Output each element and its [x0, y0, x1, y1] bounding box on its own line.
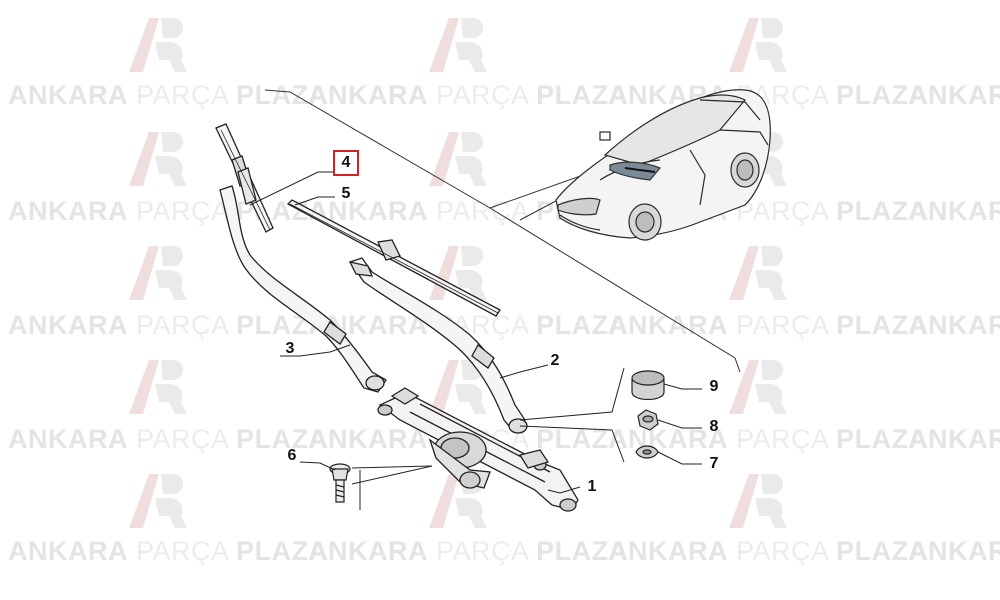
watermark-word-plaza: PLAZA [836, 196, 929, 226]
watermark-word-plaza: PLAZA [536, 536, 629, 566]
watermark-logo [429, 246, 487, 300]
watermark-word-parca: PARÇA [136, 196, 229, 226]
watermark-word-ankara: ANKARA [8, 80, 128, 110]
watermark-word-edge: ANKAR [908, 536, 1000, 566]
watermark-logo [129, 132, 187, 186]
watermark-text-edge: ANKAR [908, 424, 1000, 455]
watermark-text-edge: ANKAR [908, 80, 1000, 111]
watermark-word-ankara: ANKARA [608, 424, 728, 454]
watermark-word-plaza: PLAZA [836, 424, 929, 454]
watermark-logo [729, 18, 787, 72]
watermark-logo [429, 18, 487, 72]
watermark-word-ankara: ANKARA [308, 536, 428, 566]
watermark-text-edge: ANKAR [908, 196, 1000, 227]
watermark-text-edge: ANKAR [908, 310, 1000, 341]
watermark-word-parca: PARÇA [436, 536, 529, 566]
part-1-wiper-linkage [377, 387, 579, 512]
callout-6[interactable]: 6 [287, 447, 297, 464]
watermark-word-ankara: ANKARA [308, 80, 428, 110]
watermark-text: ANKARA PARÇA PLAZA [608, 424, 929, 455]
callout-4-highlighted[interactable]: 4 [333, 150, 359, 176]
watermark-text: ANKARA PARÇA PLAZA [8, 424, 329, 455]
watermark-logo [129, 18, 187, 72]
watermark-text: ANKARA PARÇA PLAZA [308, 80, 629, 111]
watermark-word-plaza: PLAZA [836, 536, 929, 566]
watermark-word-parca: PARÇA [736, 310, 829, 340]
part-9-cap [631, 370, 665, 401]
watermark-word-plaza: PLAZA [236, 536, 329, 566]
part-8-nut [637, 409, 659, 431]
watermark-word-ankara: ANKARA [8, 310, 128, 340]
callout-3[interactable]: 3 [285, 340, 295, 357]
watermark-logo [429, 132, 487, 186]
watermark-word-ankara: ANKARA [8, 536, 128, 566]
watermark-logo [129, 474, 187, 528]
callout-5[interactable]: 5 [341, 185, 351, 202]
watermark-word-parca: PARÇA [736, 196, 829, 226]
watermark-text: ANKARA PARÇA PLAZA [608, 310, 929, 341]
watermark-word-parca: PARÇA [436, 196, 529, 226]
watermark-word-ankara: ANKARA [608, 310, 728, 340]
watermark-text: ANKARA PARÇA PLAZA [8, 536, 329, 567]
watermark-logo [729, 246, 787, 300]
part-3-wiper-arm [219, 185, 387, 393]
callout-8[interactable]: 8 [709, 418, 719, 435]
watermark-word-parca: PARÇA [736, 424, 829, 454]
callout-7[interactable]: 7 [709, 455, 719, 472]
watermark-text: ANKARA PARÇA PLAZA [8, 80, 329, 111]
watermark-word-plaza: PLAZA [836, 80, 929, 110]
watermark-word-edge: ANKAR [908, 424, 1000, 454]
watermark-text: ANKARA PARÇA PLAZA [308, 536, 629, 567]
leader-lines [249, 171, 702, 510]
watermark-word-parca: PARÇA [136, 424, 229, 454]
callout-2[interactable]: 2 [550, 352, 560, 369]
watermark-word-edge: ANKAR [908, 80, 1000, 110]
watermark-logo [129, 246, 187, 300]
watermark-word-parca: PARÇA [136, 80, 229, 110]
watermark-word-plaza: PLAZA [836, 310, 929, 340]
watermark-word-plaza: PLAZA [536, 80, 629, 110]
watermark-word-ankara: ANKARA [608, 536, 728, 566]
watermark-logo [729, 474, 787, 528]
car-illustration [555, 89, 771, 241]
watermark-word-parca: PARÇA [436, 80, 529, 110]
part-5-wiper-blade [286, 199, 501, 317]
callout-1[interactable]: 1 [587, 478, 597, 495]
watermark-text: ANKARA PARÇA PLAZA [8, 310, 329, 341]
watermark-word-edge: ANKAR [908, 196, 1000, 226]
part-7-washer [635, 445, 659, 459]
watermark-logo [129, 360, 187, 414]
watermark-word-plaza: PLAZA [236, 424, 329, 454]
watermark-word-parca: PARÇA [136, 536, 229, 566]
watermark-word-parca: PARÇA [736, 536, 829, 566]
watermark-text-edge: ANKAR [908, 536, 1000, 567]
watermark-word-ankara: ANKARA [8, 196, 128, 226]
watermark-word-plaza: PLAZA [536, 310, 629, 340]
callout-9[interactable]: 9 [709, 378, 719, 395]
watermark-word-ankara: ANKARA [308, 424, 428, 454]
watermark-word-parca: PARÇA [136, 310, 229, 340]
part-6-bolt [329, 463, 351, 503]
watermark-word-edge: ANKAR [908, 310, 1000, 340]
watermark-text: ANKARA PARÇA PLAZA [608, 536, 929, 567]
wiper-highlight-area [609, 161, 661, 181]
part-4-wiper-blade [215, 123, 274, 233]
watermark-word-ankara: ANKARA [8, 424, 128, 454]
watermark-logo [729, 360, 787, 414]
